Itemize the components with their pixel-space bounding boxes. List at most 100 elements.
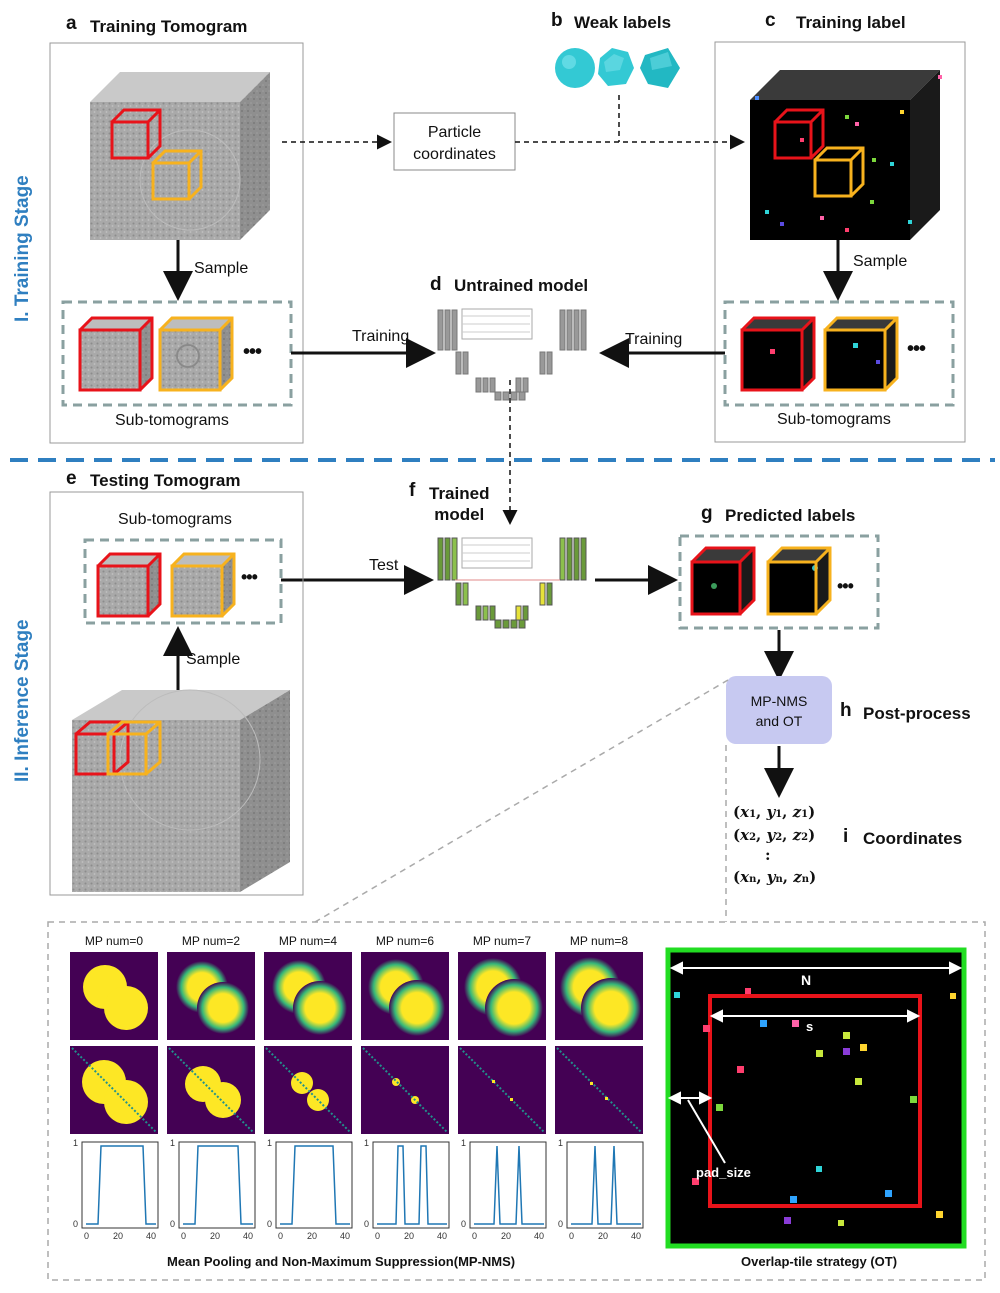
panel-g-letter: g [701,503,713,524]
panel-a-letter: a [66,13,77,34]
xtick-20-f: 20 [598,1231,609,1241]
training-label-right: Training [625,331,683,348]
training-label-cube [750,70,942,240]
coordinate-dots: : [765,846,771,864]
sample-label-c: Sample [853,253,908,270]
xtick-0-d: 0 [375,1231,381,1241]
xtick-0-c: 0 [278,1231,284,1241]
xtick-20-a: 20 [113,1231,124,1241]
ytick-0-f: 0 [558,1219,564,1229]
ytick-1-f: 1 [558,1138,564,1148]
ot-label-s: s [806,1019,814,1034]
label-red-cube [773,108,825,160]
ytick-1-e: 1 [461,1138,467,1148]
panel-c-letter: c [765,10,776,31]
ot-label-pad-size: pad_size [696,1165,751,1180]
mpnms-caption: Mean Pooling and Non-Maximum Suppression… [167,1254,516,1269]
training-subtomogram-box [61,300,293,407]
mp-row3-lines [86,1145,641,1225]
ot-caption: Overlap-tile strategy (OT) [741,1254,898,1269]
xtick-40-f: 40 [631,1231,642,1241]
subtomo-e-red [96,552,162,618]
zoom-line-left [314,679,729,923]
panel-g-title: Predicted labels [725,506,856,525]
mpnms-panel [47,921,986,1281]
ytick-1-b: 1 [170,1138,176,1148]
mp-row1 [70,952,643,1040]
xtick-20-e: 20 [501,1231,512,1241]
particle-coordinates-box [393,112,516,171]
mp-title-8: MP num=8 [569,934,629,948]
xtick-0-f: 0 [569,1231,575,1241]
ellipsis-g: ••• [837,576,854,596]
panel-e-letter: e [66,468,77,489]
xtick-40-b: 40 [243,1231,254,1241]
mpnms-line2: and OT [755,713,803,729]
mp-row2 [70,1046,643,1134]
test-label: Test [369,557,399,574]
testing-subtomogram-box [83,538,283,625]
xtick-0-b: 0 [181,1231,187,1241]
panel-a-frame [49,42,304,444]
stage-inference-label: II. Inference Stage [12,619,33,782]
mp-title-0: MP num=0 [84,934,144,948]
xtick-20-c: 20 [307,1231,318,1241]
panel-f-letter: f [409,480,416,501]
ytick-0-d: 0 [364,1219,370,1229]
ellipsis-a: ••• [243,341,262,363]
label-particles [755,75,942,232]
particle-coordinates-line2: coordinates [413,146,496,163]
postprocess-box [726,676,832,744]
sample-label-a: Sample [194,260,249,277]
panel-e-title: Testing Tomogram [90,471,241,490]
ytick-1-c: 1 [267,1138,273,1148]
subtomo-a-orange [158,316,234,392]
training-tomogram-cube [90,72,270,240]
xtick-40-c: 40 [340,1231,351,1241]
panel-f-title-line2: model [434,505,485,524]
panel-c-frame [714,41,966,443]
mp-row3-plots [81,1141,644,1229]
panel-i-letter: i [843,826,849,847]
particle-coordinates-line1: Particle [427,124,482,141]
subtomograms-label-a: Sub-tomograms [115,412,229,429]
sample-label-e: Sample [186,651,241,668]
ytick-0-e: 0 [461,1219,467,1229]
panel-d-title: Untrained model [454,276,589,295]
testing-tomogram-cube [72,689,290,892]
mpnms-line1: MP-NMS [750,693,808,709]
panel-a-title: Training Tomogram [90,17,248,36]
tomogram-a-orange-cube [151,149,203,201]
coordinate-row-1: (x1, y1, z1) [733,803,816,821]
panel-h-title: Post-process [863,704,971,723]
ytick-0-a: 0 [73,1219,79,1229]
particle-coordinates-label: Particle coordinates [394,122,515,166]
label-subtomogram-box [723,300,955,407]
xtick-0-e: 0 [472,1231,478,1241]
subtomograms-label-e: Sub-tomograms [118,511,232,528]
postprocess-label: MP-NMS and OT [726,691,832,731]
mp-title-4: MP num=4 [278,934,338,948]
subtomo-a-red [78,316,154,392]
ytick-1-a: 1 [73,1138,79,1148]
coordinate-row-2: (x2, y2, z2) [733,826,816,844]
xtick-40-e: 40 [534,1231,545,1241]
panel-b-letter: b [551,10,563,31]
panel-h-letter: h [840,700,852,721]
mp-title-7: MP num=7 [472,934,532,948]
panel-i-title: Coordinates [863,829,963,848]
predicted-orange-cube [766,546,832,616]
panel-c-title: Training label [796,13,906,32]
predicted-labels-box [678,534,880,630]
xtick-0-a: 0 [84,1231,90,1241]
xtick-40-d: 40 [437,1231,448,1241]
ellipsis-c: ••• [907,338,926,360]
untrained-unet-diagram [437,308,587,401]
panel-f-title-line1: Trained [429,484,490,503]
label-orange-cube [813,146,865,198]
subtomo-e-orange [170,552,236,618]
ot-panel [665,947,967,1249]
panel-f-title: Trained model [429,483,489,525]
tomogram-a-red-cube [110,108,162,160]
